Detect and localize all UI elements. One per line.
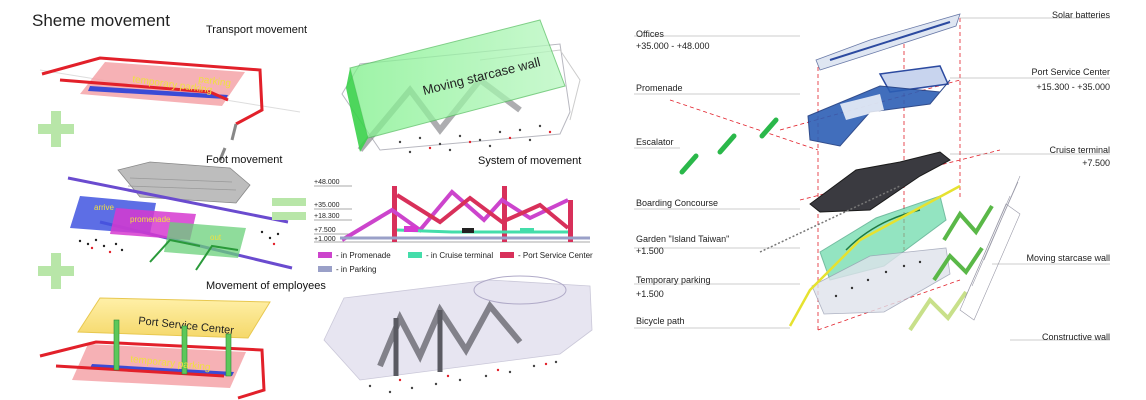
level-1: +1.000 (314, 236, 336, 243)
foot-out-label: out (210, 233, 222, 242)
exploded-axonometric-diagram: Offices +35.000 - +48.000 Promenade Esca… (634, 10, 1110, 342)
label-garden: Garden "Island Taiwan" (636, 234, 729, 244)
level-35: +35.000 (314, 202, 340, 209)
legend-port-service: - Port Service Center (518, 251, 593, 260)
label-offices-level: +35.000 - +48.000 (636, 41, 710, 51)
legend-parking: - in Parking (336, 265, 376, 274)
building-perspective-diagram (323, 275, 593, 394)
label-garden-level: +1.500 (636, 246, 664, 256)
scheme-title: Sheme movement (32, 11, 170, 30)
foot-movement-diagram: Foot movement arrive promenade out (67, 154, 293, 271)
system-of-movement-chart: System of movement +48.000 +35.000 +18.3… (314, 155, 593, 274)
label-port-service-center-level: +15.300 - +35.000 (1036, 82, 1110, 92)
legend-swatch-parking (318, 266, 332, 272)
level-7: +7.500 (314, 227, 336, 234)
label-temporary-parking-level: +1.500 (636, 289, 664, 299)
label-cruise-terminal: Cruise terminal (1049, 145, 1110, 155)
label-port-service-center: Port Service Center (1031, 67, 1110, 77)
label-bicycle-path: Bicycle path (636, 316, 685, 326)
chart-legend: - in Promenade - in Cruise terminal - Po… (318, 251, 593, 274)
label-promenade: Promenade (636, 83, 683, 93)
moving-staircase-wall-diagram: Moving starcase wall (341, 19, 581, 154)
level-18: +18.300 (314, 213, 340, 220)
legend-swatch-cruise (408, 252, 422, 258)
label-solar-batteries: Solar batteries (1052, 10, 1111, 20)
employees-movement-diagram: Movement of employees Port Service Cente… (39, 280, 326, 400)
transport-parking-label: parking (198, 74, 232, 89)
label-escalator: Escalator (636, 137, 674, 147)
label-moving-staircase-wall: Moving starcase wall (1026, 253, 1110, 263)
legend-swatch-promenade (318, 252, 332, 258)
legend-swatch-port (500, 252, 514, 258)
level-48: +48.000 (314, 179, 340, 186)
plus-icon (38, 253, 74, 289)
label-boarding-concourse: Boarding Concourse (636, 198, 718, 208)
transport-movement-heading: Transport movement (206, 24, 307, 36)
legend-promenade: - in Promenade (336, 251, 391, 260)
label-offices: Offices (636, 29, 664, 39)
foot-movement-heading: Foot movement (206, 154, 282, 166)
transport-movement-diagram: Transport movement parking temporary par… (39, 24, 307, 177)
label-constructive-wall: Constructive wall (1042, 332, 1110, 342)
svg-text:promenade: promenade (130, 215, 171, 224)
equals-icon (272, 198, 306, 220)
employees-movement-heading: Movement of employees (206, 280, 326, 292)
legend-cruise-terminal: - in Cruise terminal (426, 251, 493, 260)
plus-icon (38, 111, 74, 147)
system-of-movement-heading: System of movement (478, 155, 581, 167)
foot-arrive-label: arrive (94, 203, 115, 212)
label-cruise-terminal-level: +7.500 (1082, 158, 1110, 168)
label-temporary-parking: Temporary parking (636, 275, 711, 285)
